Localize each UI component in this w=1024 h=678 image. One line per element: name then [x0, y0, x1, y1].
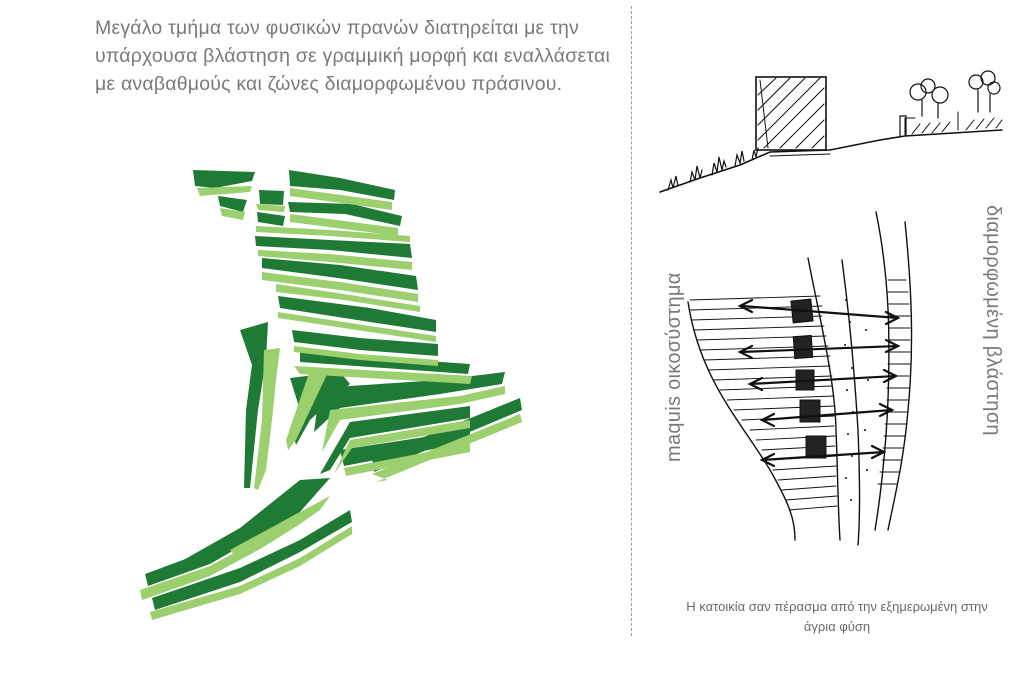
- terrace-plan-diagram: [140, 170, 522, 620]
- dashed-divider: [631, 6, 632, 636]
- sketch-caption: Η κατοικία σαν πέρασμα από την εξημερωμέ…: [686, 599, 988, 634]
- intro-paragraph: Μεγάλο τμήμα των φυσικών πρανών διατηρεί…: [95, 17, 611, 95]
- landscaped-vegetation-label: διαμορφωμένη βλάστηση: [982, 205, 1004, 436]
- light-strips: [140, 186, 522, 620]
- maquis-label: maquis οικοσύστημα: [663, 272, 685, 462]
